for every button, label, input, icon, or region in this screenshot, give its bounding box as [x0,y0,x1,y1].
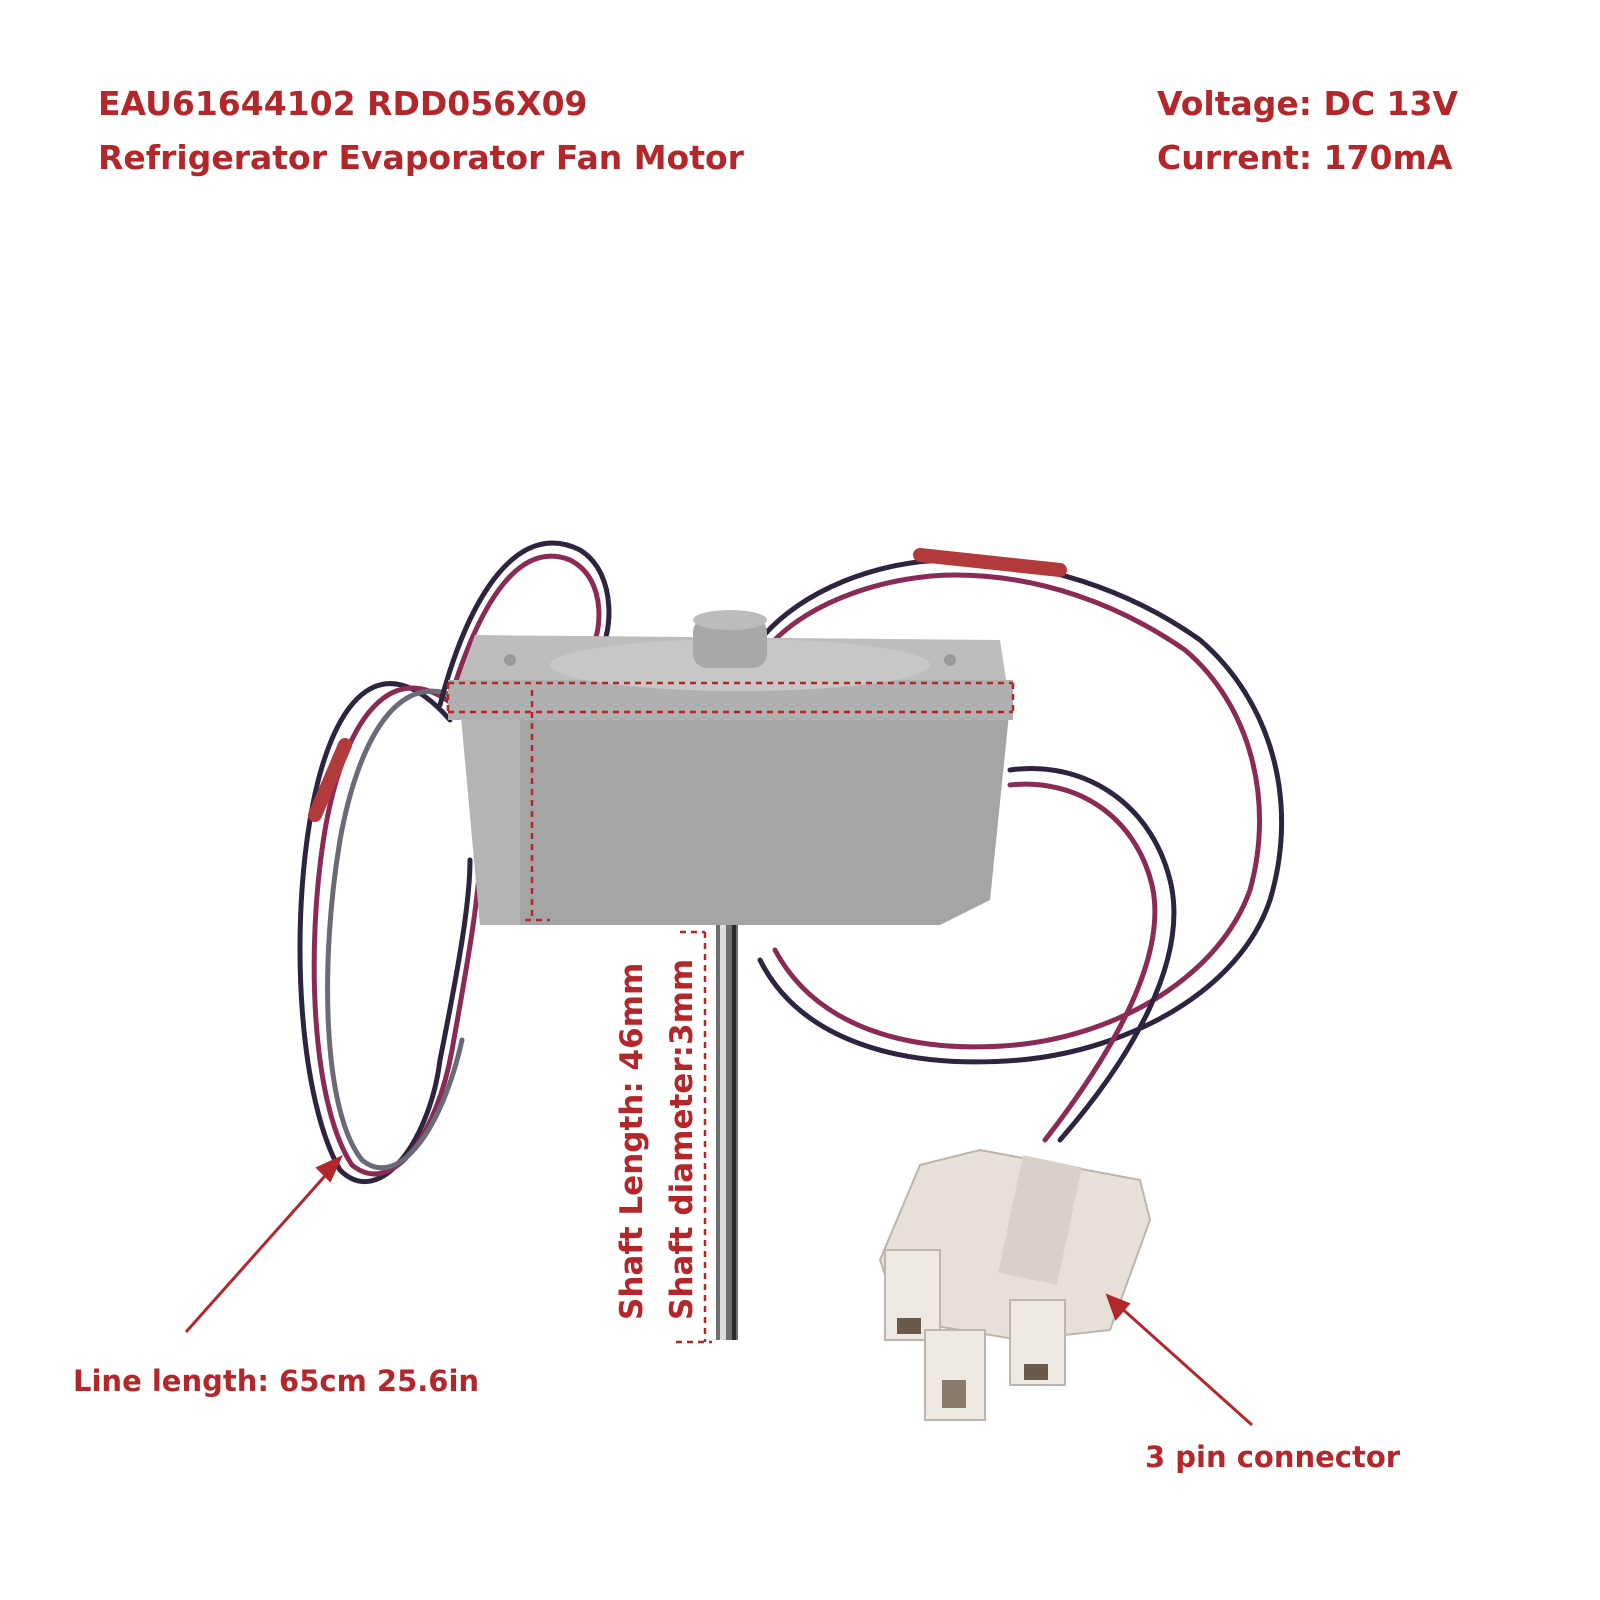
shaft-length-label: Shaft Length: 46mm [614,962,650,1320]
shaft-diameter-label: Shaft diameter:3mm [664,958,700,1320]
wire-harness [297,540,1285,1185]
product-title-line1: EAU61644102 RDD056X09 [98,84,588,123]
voltage-spec: Voltage: DC 13V [1157,84,1459,123]
motor-shaft [716,920,738,1340]
dimension-guides [446,681,1015,1344]
product-title-line2: Refrigerator Evaporator Fan Motor [98,138,744,177]
connector-label: 3 pin connector [1145,1440,1401,1474]
line-length-arrowhead [315,1154,344,1183]
line-length-label: Line length: 65cm 25.6in [73,1364,480,1398]
motor-housing [448,610,1013,925]
annotation-arrows [184,1154,1254,1427]
line-length-arrow [184,1167,334,1333]
connector-arrowhead [1105,1293,1131,1321]
three-pin-connector [878,1148,1152,1421]
current-spec: Current: 170mA [1157,138,1453,177]
connector-arrow [1116,1303,1254,1427]
